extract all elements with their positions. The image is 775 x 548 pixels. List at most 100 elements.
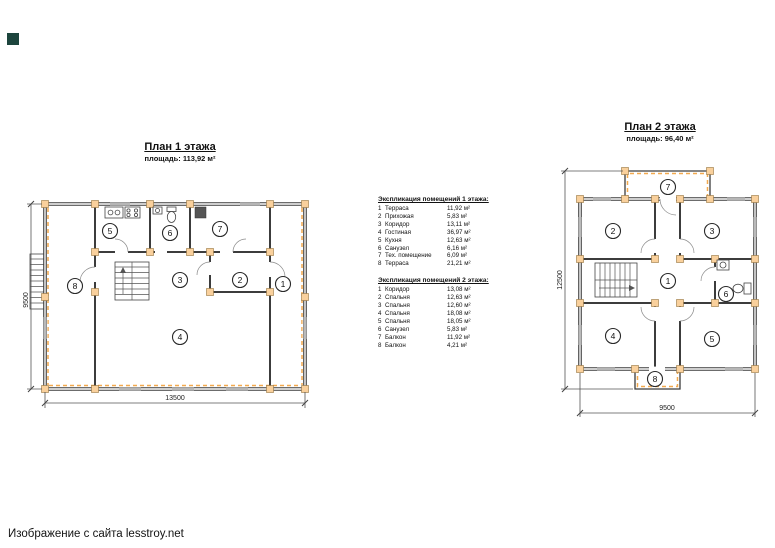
svg-text:8: 8: [653, 374, 658, 384]
room-name: Коридор: [385, 220, 410, 228]
svg-text:5: 5: [108, 226, 113, 236]
room-7-marker: 7: [659, 178, 677, 196]
room-area: 5,83 м²: [447, 212, 468, 220]
room-name: Балкон: [385, 333, 406, 341]
floor1-drawing: 1 2 3 4 5 6 7 8 13500: [23, 200, 309, 408]
svg-text:9500: 9500: [659, 405, 675, 412]
room-name: Санузел: [385, 244, 410, 252]
floor1-kitchen-sink-icon: [104, 206, 124, 219]
floor1-title: План 1 этажа: [144, 141, 216, 153]
floor2-balcony-doors: [649, 196, 676, 372]
room-name: Спальня: [385, 317, 410, 325]
room-name: Терраса: [385, 260, 409, 268]
floor1-door-arcs: [79, 238, 286, 283]
room-number: 8: [378, 341, 382, 349]
svg-text:13500: 13500: [165, 395, 185, 402]
svg-text:2: 2: [238, 275, 243, 285]
room-area: 18,08 м²: [447, 309, 471, 317]
floor1-stove-icon: [124, 206, 141, 219]
room-5-marker: 5: [101, 222, 119, 240]
room-area: 12,63 м²: [447, 236, 471, 244]
floor1-area-label: площадь: 113,92 м²: [144, 154, 216, 163]
room-1-marker: 1: [659, 272, 677, 290]
room-area: 36,97 м²: [447, 228, 471, 236]
room-number: 5: [378, 317, 382, 325]
svg-text:7: 7: [218, 224, 223, 234]
room-number: 4: [378, 309, 382, 317]
room-number: 3: [378, 220, 382, 228]
floor1-toilet-icon: [166, 206, 177, 223]
room-area: 18,05 м²: [447, 317, 471, 325]
floor2-dimension-height: 12500: [557, 167, 633, 393]
floor2-title: План 2 этажа: [624, 121, 696, 133]
floor2-toilet-icon: [732, 282, 752, 295]
room-number: 6: [378, 244, 382, 252]
room-number: 2: [378, 212, 382, 220]
room-name: Гостиная: [385, 228, 411, 236]
room-3-marker: 3: [171, 271, 189, 289]
room-6-marker: 6: [717, 285, 735, 303]
room-6-marker: 6: [161, 224, 179, 242]
room-area: 5,83 м²: [447, 325, 468, 333]
room-name: Кухня: [385, 236, 402, 244]
svg-text:1: 1: [281, 279, 286, 289]
floor1-terrace-edges: [47, 208, 303, 387]
floor2-area-label: площадь: 96,40 м²: [626, 134, 694, 143]
room-5-marker: 5: [703, 330, 721, 348]
room-number: 8: [378, 260, 382, 268]
room-area: 11,92 м²: [447, 333, 471, 341]
room-area: 13,11 м²: [447, 220, 471, 228]
room-4-marker: 4: [171, 328, 189, 346]
room-number: 7: [378, 252, 382, 260]
room-number: 1: [378, 286, 382, 294]
room-name: Коридор: [385, 286, 410, 294]
floor1-stairs: [114, 261, 150, 301]
room-name: Тех. помещение: [385, 252, 432, 260]
floor1-dimension-height: 9500: [23, 200, 42, 393]
floor2-plan: План 2 этажа площадь: 96,40 м²: [543, 121, 775, 421]
floor1-boiler-icon: [194, 206, 207, 219]
room-name: Прихожая: [385, 212, 414, 220]
room-area: 11,92 м²: [447, 205, 471, 212]
room-name: Спальня: [385, 294, 410, 302]
svg-text:12500: 12500: [557, 270, 564, 290]
svg-text:4: 4: [611, 331, 616, 341]
room-number: 1: [378, 205, 382, 212]
floor2-stairs: [594, 262, 638, 298]
floor2-dimension-width: 9500: [576, 373, 759, 417]
room-area: 12,63 м²: [447, 294, 471, 302]
room-area: 6,16 м²: [447, 244, 468, 252]
floor2-washbasin-icon: [716, 259, 730, 271]
svg-text:1: 1: [666, 276, 671, 286]
floor2-windows: [577, 196, 758, 372]
room-name: Спальня: [385, 309, 410, 317]
room-name: Терраса: [385, 205, 409, 212]
svg-text:9500: 9500: [23, 292, 30, 308]
room-number: 6: [378, 325, 382, 333]
legend-floor2-title: Экспликация помещений 2 этажа:: [378, 277, 489, 285]
room-area: 6,09 м²: [447, 252, 468, 260]
svg-text:3: 3: [710, 226, 715, 236]
room-8-marker: 8: [646, 370, 664, 388]
room-1-marker: 1: [274, 275, 292, 293]
room-area: 12,60 м²: [447, 302, 471, 310]
floor1-log-crossings: [41, 200, 309, 393]
room-name: Балкон: [385, 341, 406, 349]
room-name: Спальня: [385, 302, 410, 310]
